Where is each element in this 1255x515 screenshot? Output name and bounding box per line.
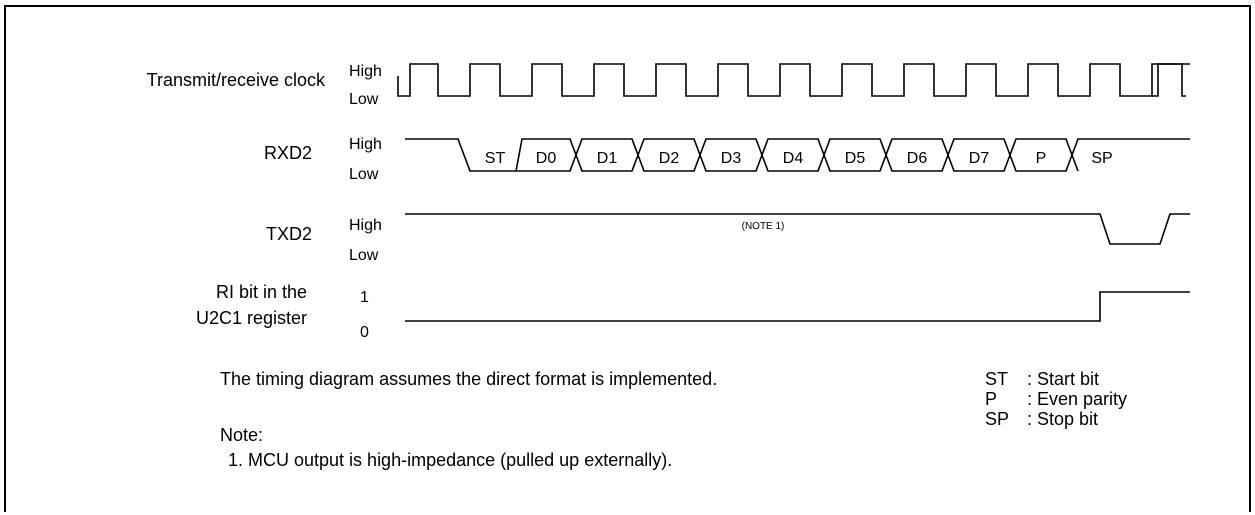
level-low-clock: Low bbox=[349, 91, 379, 108]
rxd2-cell-d6: D6 bbox=[907, 150, 928, 167]
rxd2-bus-upper bbox=[515, 138, 1190, 172]
level-low-ri: 0 bbox=[360, 324, 369, 341]
signal-name-ri-line2: U2C1 register bbox=[196, 308, 307, 328]
signal-name-rxd2: RXD2 bbox=[264, 143, 312, 163]
rxd2-cell-d5: D5 bbox=[845, 150, 866, 167]
rxd2-cell-d3: D3 bbox=[721, 150, 742, 167]
clock-waveform bbox=[397, 63, 1186, 97]
legend-desc-sp: : Stop bit bbox=[1027, 409, 1098, 429]
txd2-waveform bbox=[405, 213, 1190, 245]
rxd2-cell-p: P bbox=[1036, 150, 1047, 167]
level-high-rxd2: High bbox=[349, 136, 382, 153]
legend-desc-st: : Start bit bbox=[1027, 369, 1099, 389]
rxd2-cell-d1: D1 bbox=[597, 150, 618, 167]
level-high-clock: High bbox=[349, 63, 382, 80]
level-high-txd2: High bbox=[349, 217, 382, 234]
note-heading: Note: bbox=[220, 425, 263, 445]
clock-waveform-end bbox=[1152, 63, 1190, 97]
rxd2-cell-st: ST bbox=[485, 150, 506, 167]
txd2-note-marker: (NOTE 1) bbox=[742, 221, 785, 232]
legend-abbr-p: P bbox=[985, 389, 997, 409]
level-low-txd2: Low bbox=[349, 247, 379, 264]
note-1-text: 1. MCU output is high-impedance (pulled … bbox=[228, 450, 672, 470]
rxd2-waveform: ST D0 D1 D2 D3 D4 D5 D6 D7 P SP bbox=[405, 138, 1190, 172]
diagram-frame bbox=[4, 5, 1251, 512]
assumption-text: The timing diagram assumes the direct fo… bbox=[220, 369, 717, 389]
legend-abbr-sp: SP bbox=[985, 409, 1009, 429]
signal-name-ri-line1: RI bit in the bbox=[216, 282, 307, 302]
rxd2-cell-d2: D2 bbox=[659, 150, 680, 167]
signal-name-txd2: TXD2 bbox=[266, 224, 312, 244]
level-high-ri: 1 bbox=[360, 289, 369, 306]
rxd2-cell-d7: D7 bbox=[969, 150, 990, 167]
ri-bit-waveform bbox=[405, 291, 1190, 322]
legend-abbr-st: ST bbox=[985, 369, 1008, 389]
rxd2-cell-d0: D0 bbox=[536, 150, 557, 167]
rxd2-bus-lower bbox=[516, 152, 1079, 172]
rxd2-cell-d4: D4 bbox=[783, 150, 804, 167]
rxd2-cell-sp: SP bbox=[1091, 150, 1112, 167]
abbreviation-legend: ST : Start bit P : Even parity SP : Stop… bbox=[985, 369, 1127, 429]
level-low-rxd2: Low bbox=[349, 166, 379, 183]
signal-name-clock: Transmit/receive clock bbox=[147, 70, 326, 90]
legend-desc-p: : Even parity bbox=[1027, 389, 1127, 409]
